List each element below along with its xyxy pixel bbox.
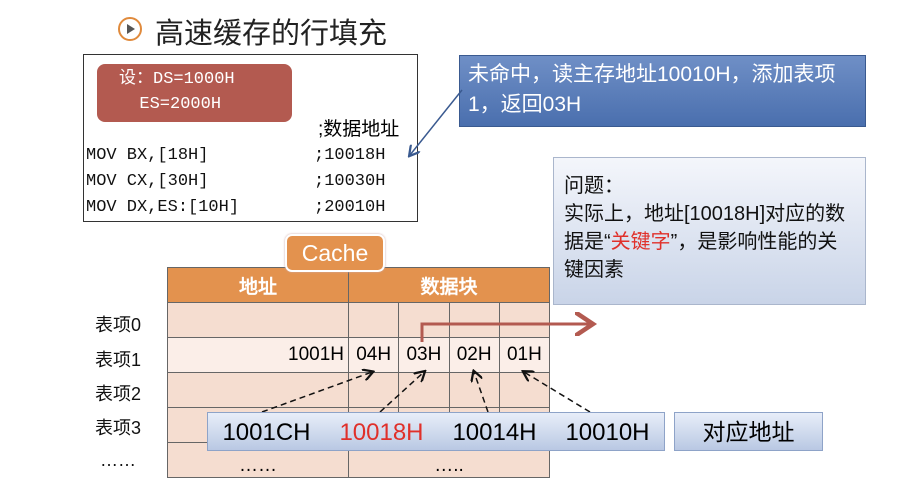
address-label: 对应地址 <box>674 412 823 451</box>
cell-addr: 1001H <box>167 337 349 373</box>
code-line: MOV CX,[30H] <box>86 172 209 191</box>
map-arrow <box>379 372 424 413</box>
code-instructions: MOV BX,[18H] MOV CX,[30H] MOV DX,ES:[10H] <box>86 143 239 221</box>
question-text: ”，是影响性能的关键因素 <box>564 231 838 281</box>
code-addresses: ;10018H ;10030H ;20010H <box>314 143 385 221</box>
play-icon[interactable] <box>118 17 142 41</box>
row-label: 表项0 <box>95 315 142 335</box>
page-title: 高速缓存的行填充 <box>155 18 388 50</box>
question-box: 问题： 实际上，地址[10018H]对应的数据是“关键字”，是影响性能的关键因素 <box>553 157 866 305</box>
keyword-highlight: 关键字 <box>610 231 671 253</box>
row-label: 表项1 <box>95 350 142 370</box>
map-arrow <box>474 372 489 413</box>
address: 10014H <box>452 419 537 446</box>
row-label: 表项3 <box>95 418 142 438</box>
header-data-block: 数据块 <box>348 267 550 303</box>
code-addr: ;10030H <box>314 172 386 191</box>
cache-label: Cache <box>285 234 385 272</box>
code-addr: ;20010H <box>314 198 386 217</box>
code-line: MOV BX,[18H] <box>86 146 209 165</box>
setup-box: 设：DS=1000H ES=2000H <box>97 64 292 122</box>
question-text: 实际上，地址[10018H]对应的数据是“ <box>564 203 846 253</box>
cell-data: 03H <box>398 337 450 373</box>
setup-line-1: 设：DS=1000H <box>119 70 235 89</box>
miss-note: 未命中，读主存地址10010H，添加表项1，返回03H <box>459 55 866 127</box>
map-arrow <box>261 372 372 413</box>
code-line: MOV DX,ES:[10H] <box>86 198 240 217</box>
cell-data: 01H <box>498 337 551 373</box>
address-bar: 1001CH 10018H 10014H 10010H <box>207 412 665 451</box>
question-heading: 问题： <box>564 175 624 197</box>
code-addr: ;10018H <box>314 146 386 165</box>
address: 10010H <box>565 419 650 446</box>
note-arrow <box>410 89 463 155</box>
row-label: 表项2 <box>95 384 142 404</box>
header-address: 地址 <box>167 267 349 303</box>
keyword-arrow <box>420 324 590 342</box>
comment-header: ;数据地址 <box>318 119 400 140</box>
setup-line-2: ES=2000H <box>119 95 222 114</box>
cell-addr <box>167 302 349 338</box>
cell-data: 04H <box>347 337 400 373</box>
row-label: …… <box>100 450 136 470</box>
map-arrow <box>524 372 591 413</box>
address: 1001CH <box>222 419 311 446</box>
address-highlight: 10018H <box>339 419 424 446</box>
